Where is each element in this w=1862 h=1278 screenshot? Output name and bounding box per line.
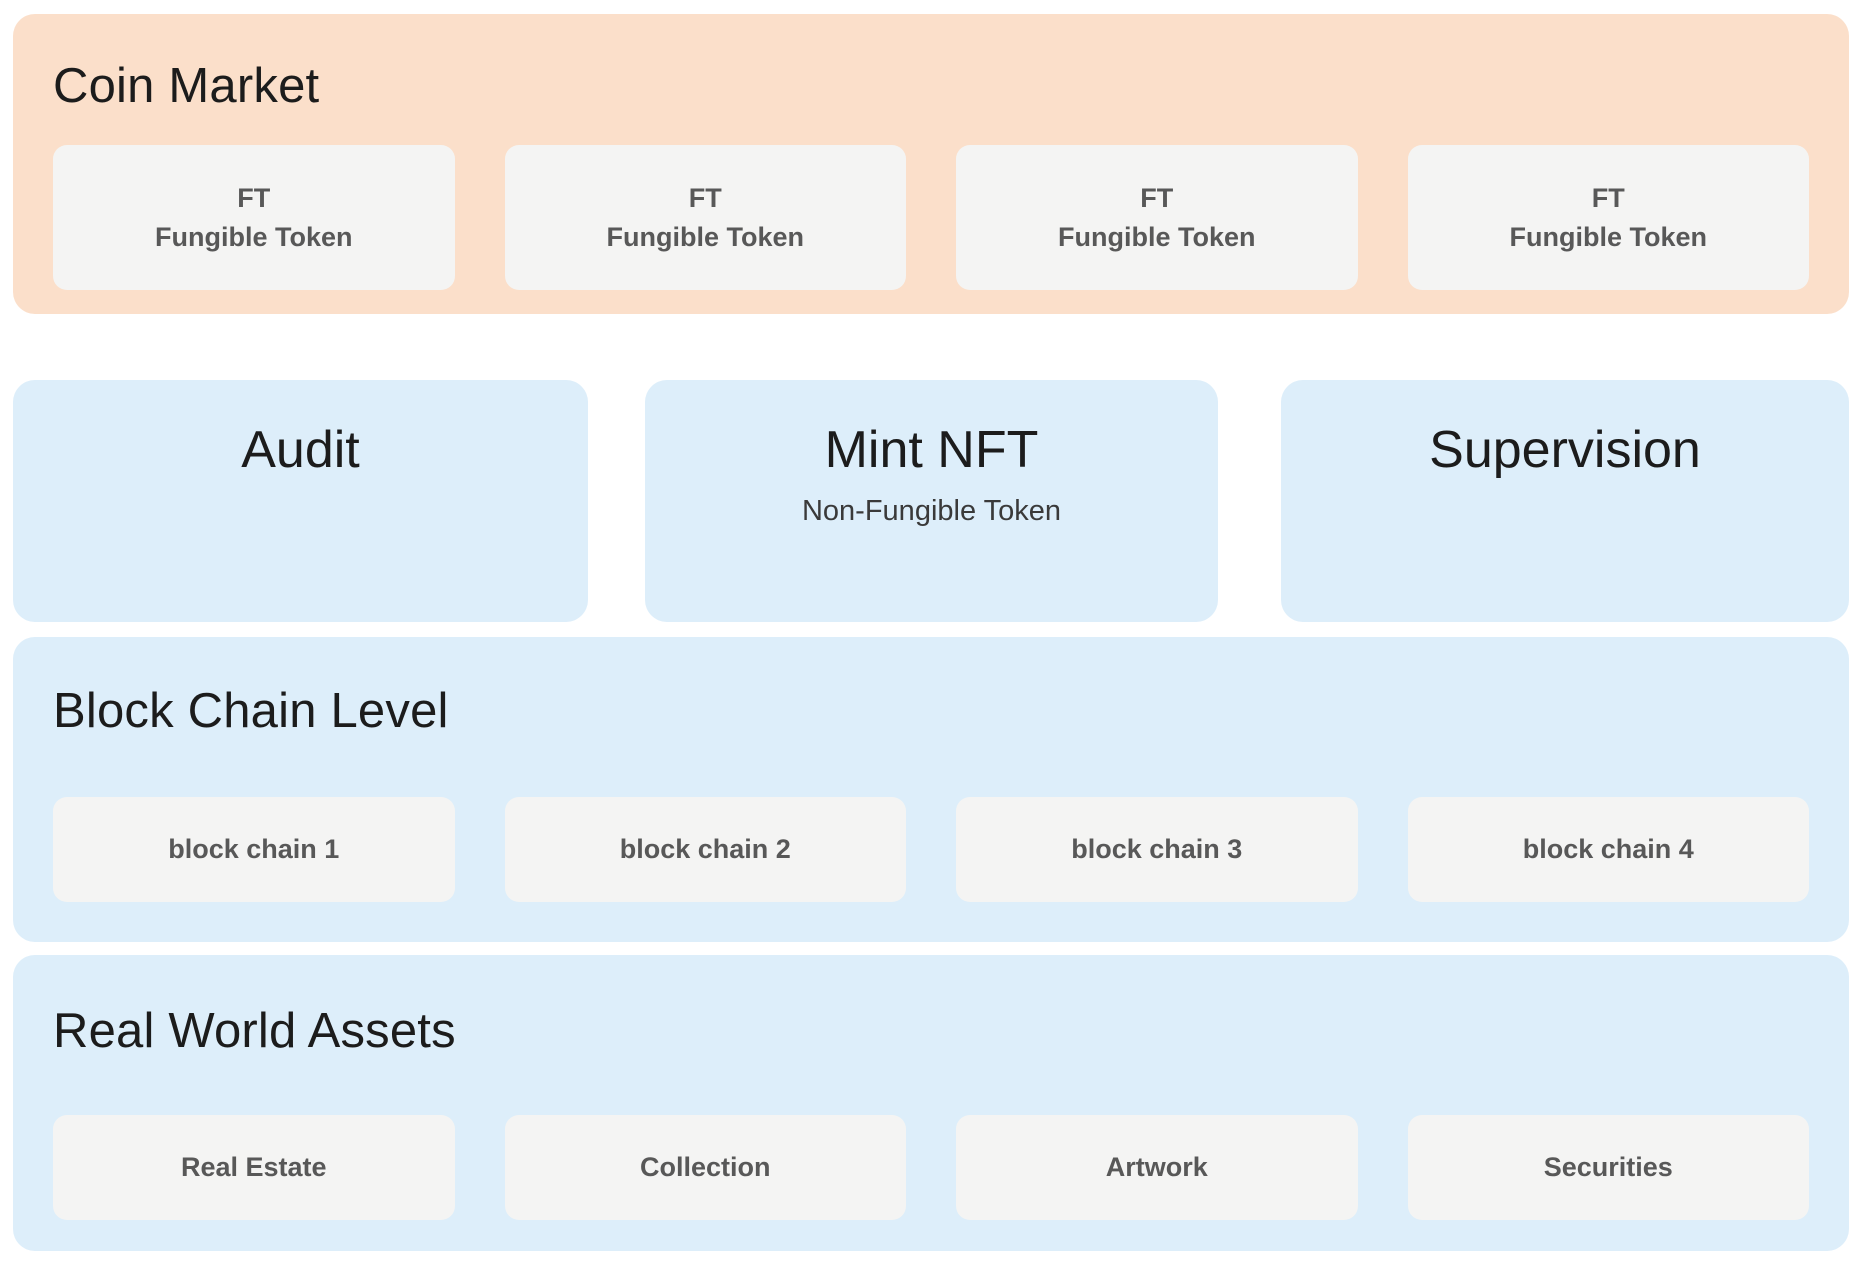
real-world-assets-title: Real World Assets [53,1004,456,1058]
fungible-token-name: Fungible Token [155,221,353,252]
block-chain-card-label: block chain 2 [619,834,791,865]
fungible-token-abbr: FT [237,183,271,214]
real-world-asset-card[interactable]: Artwork [956,1115,1358,1220]
coin-market-card-row: FT Fungible Token FT Fungible Token FT F… [53,145,1809,290]
block-chain-card[interactable]: block chain 4 [1407,797,1809,902]
real-world-asset-card[interactable]: Collection [504,1115,906,1220]
mint-nft-box[interactable]: Mint NFT Non-Fungible Token [645,380,1218,622]
coin-market-panel: Coin Market FT Fungible Token FT Fungibl… [13,14,1849,314]
fungible-token-abbr: FT [1591,183,1625,214]
real-world-asset-label: Collection [639,1152,771,1183]
fungible-token-card[interactable]: FT Fungible Token [1407,145,1809,290]
mint-nft-subtitle: Non-Fungible Token [801,495,1062,528]
fungible-token-abbr: FT [1140,183,1174,214]
fungible-token-card[interactable]: FT Fungible Token [504,145,906,290]
block-chain-card-label: block chain 4 [1522,834,1694,865]
real-world-asset-label: Securities [1543,1152,1673,1183]
block-chain-card-row: block chain 1 block chain 2 block chain … [53,797,1809,902]
real-world-assets-card-row: Real Estate Collection Artwork Securitie… [53,1115,1809,1220]
audit-title: Audit [241,421,360,479]
supervision-box[interactable]: Supervision [1281,380,1849,622]
block-chain-level-panel: Block Chain Level block chain 1 block ch… [13,637,1849,942]
real-world-asset-label: Artwork [1105,1152,1208,1183]
block-chain-card[interactable]: block chain 1 [53,797,455,902]
coin-market-title: Coin Market [53,59,320,113]
block-chain-card-label: block chain 1 [168,834,340,865]
real-world-asset-card[interactable]: Real Estate [53,1115,455,1220]
block-chain-level-title: Block Chain Level [53,684,449,738]
audit-box[interactable]: Audit [13,380,588,622]
fungible-token-abbr: FT [688,183,722,214]
fungible-token-card[interactable]: FT Fungible Token [956,145,1358,290]
fungible-token-name: Fungible Token [606,221,805,252]
real-world-asset-label: Real Estate [180,1152,327,1183]
mint-nft-title: Mint NFT [824,421,1039,479]
block-chain-card[interactable]: block chain 3 [956,797,1358,902]
real-world-assets-panel: Real World Assets Real Estate Collection… [13,955,1849,1251]
block-chain-card[interactable]: block chain 2 [504,797,906,902]
fungible-token-name: Fungible Token [1058,221,1256,252]
supervision-title: Supervision [1429,421,1701,479]
block-chain-card-label: block chain 3 [1071,834,1243,865]
real-world-asset-card[interactable]: Securities [1407,1115,1809,1220]
fungible-token-card[interactable]: FT Fungible Token [53,145,455,290]
fungible-token-name: Fungible Token [1509,221,1708,252]
